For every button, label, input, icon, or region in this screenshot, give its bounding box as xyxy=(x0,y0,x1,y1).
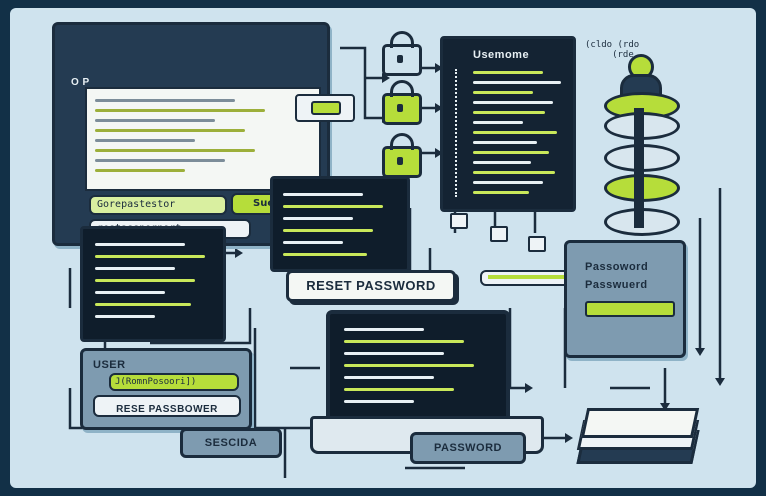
padlock-icon xyxy=(450,213,468,229)
password-card: Passoword Passwuerd xyxy=(564,240,686,358)
reset-password-label: RESET PASSWORD xyxy=(306,278,436,293)
pointer-arrow xyxy=(295,94,355,122)
laptop-screen xyxy=(326,310,510,422)
lock-icon xyxy=(382,31,422,76)
code-panel xyxy=(270,176,410,272)
lock-icon xyxy=(382,133,422,178)
username-field[interactable]: Gorepastestor xyxy=(89,195,227,215)
padlock-icon xyxy=(490,226,508,242)
editor-pane xyxy=(85,87,321,191)
session-label: SESCIDA xyxy=(204,437,258,449)
stack-pillar xyxy=(634,108,644,228)
session-badge[interactable]: SESCIDA xyxy=(180,428,282,458)
user-panel: USER J(RomnPosoori]) RESE PASSBOWER xyxy=(80,348,252,430)
user-input-text: J(RomnPosoori]) xyxy=(115,377,197,387)
lock-icon xyxy=(382,80,422,125)
username-field-text: Gorepastestor xyxy=(97,199,176,210)
annotation-text: (cldo (rdo (rde xyxy=(585,40,640,60)
username-code-panel: Usemome xyxy=(440,36,576,212)
window-title: O P xyxy=(71,77,90,88)
password-label: PASSWORD xyxy=(434,442,502,454)
code-panel xyxy=(80,226,226,342)
reset-password-button-label: RESE PASSBOWER xyxy=(116,404,218,415)
password-card-line-2: Passwuerd xyxy=(585,279,648,291)
password-label-bar[interactable]: PASSWORD xyxy=(410,432,526,464)
submit-button-label: Suet xyxy=(253,198,279,209)
user-avatar-icon xyxy=(618,54,662,100)
reset-password-button[interactable]: RESE PASSBOWER xyxy=(93,395,241,417)
padlock-icon xyxy=(528,236,546,252)
laptop xyxy=(326,310,512,436)
user-panel-title: USER xyxy=(93,359,126,371)
username-panel-title: Usemome xyxy=(473,49,530,61)
user-input-field[interactable]: J(RomnPosoori]) xyxy=(109,373,239,391)
reset-password-banner[interactable]: RESET PASSWORD xyxy=(286,270,456,302)
document-stack-icon xyxy=(576,400,704,464)
password-card-line-1: Passoword xyxy=(585,261,649,273)
diagram-canvas: O P Gorepastestor Suet restasspornort Us… xyxy=(10,8,756,488)
password-field[interactable] xyxy=(585,301,675,317)
